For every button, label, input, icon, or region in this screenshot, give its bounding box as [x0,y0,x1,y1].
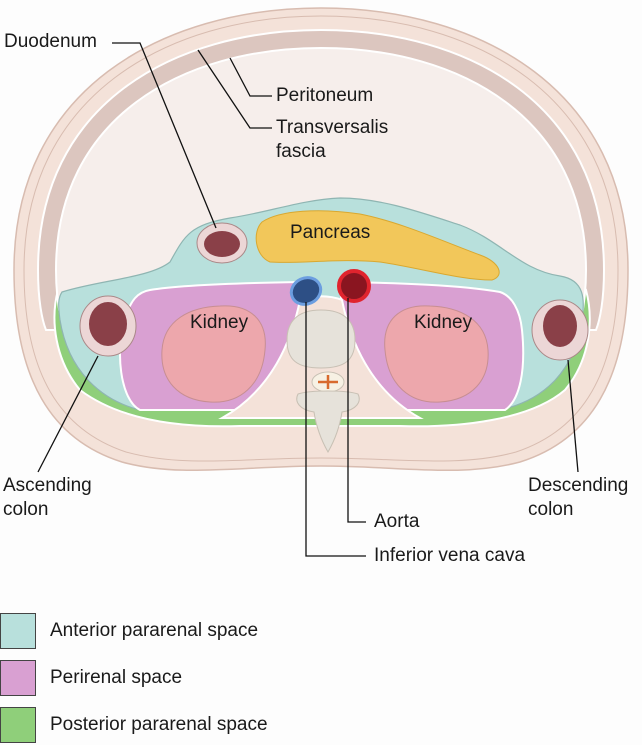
label-ascending-line2: colon [3,499,49,520]
legend-swatch-anterior-pararenal [0,613,36,649]
kidney-right [384,305,489,403]
leader-duodenum [112,42,217,229]
leader-ascending [37,355,99,473]
label-peritoneum: Peritoneum [276,85,374,106]
legend-label: Perirenal space [50,667,183,688]
label-ascending-line1: Ascending [3,475,92,496]
ascending-colon-lumen [89,302,127,346]
vertebral-body [286,309,356,369]
legend-item-anterior-pararenal: Anterior pararenal space [0,612,258,650]
descending-colon-lumen [543,305,577,347]
duodenum-lumen [204,231,240,257]
legend-item-perirenal: Perirenal space [0,659,182,697]
legend-swatch-perirenal [0,660,36,696]
legend-item-posterior-pararenal: Posterior pararenal space [0,706,268,744]
label-inferior-vena-cava: Inferior vena cava [374,545,526,566]
label-transversalis-line2: fascia [276,141,326,162]
aorta [337,269,371,303]
legend-label: Anterior pararenal space [50,620,259,641]
vertebral-arch [296,390,360,454]
inferior-vena-cava [289,276,323,306]
legend-label: Posterior pararenal space [50,714,268,735]
label-descending-line1: Descending [528,475,629,496]
leader-descending [567,359,579,473]
skin-inner-line [23,15,619,462]
kidney-left [161,305,266,403]
label-aorta: Aorta [374,511,420,532]
leader-peritoneum [229,57,272,97]
pancreas [255,210,500,281]
label-descending-line2: colon [528,499,574,520]
label-kidney-left: Kidney [190,312,249,333]
label-pancreas: Pancreas [290,222,371,243]
spinal-cord [318,375,338,389]
leader-transversalis [197,49,272,129]
label-duodenum: Duodenum [4,31,97,52]
leader-ivc [305,302,366,557]
label-transversalis-line1: Transversalis [276,117,389,138]
leader-aorta [347,298,366,523]
label-kidney-right: Kidney [414,312,473,333]
legend-swatch-posterior-pararenal [0,707,36,743]
